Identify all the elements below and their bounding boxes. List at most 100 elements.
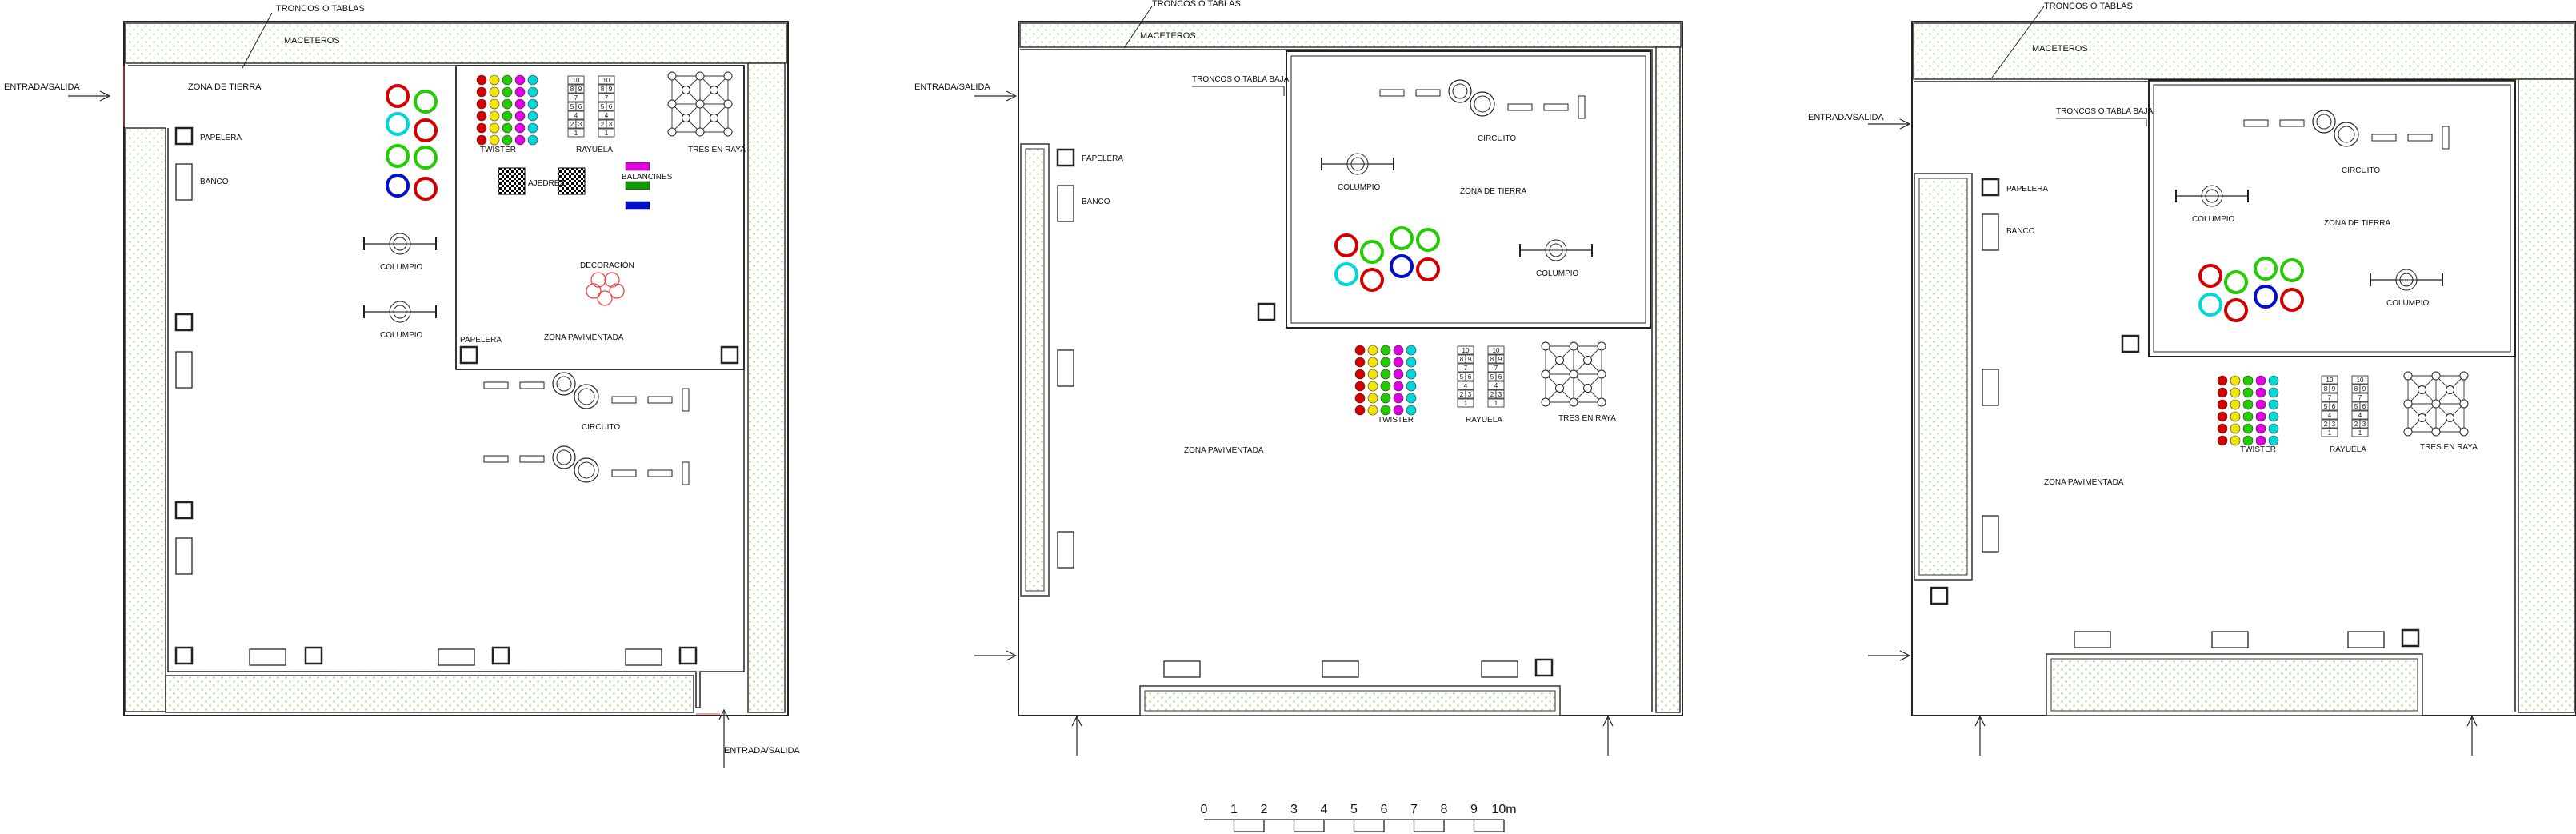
label-columpio-p2a: COLUMPIO: [1338, 183, 1381, 192]
label-tres-en-raya-p3: TRES EN RAYA: [2420, 443, 2478, 452]
rayuela-number: 10: [603, 77, 610, 84]
rayuela-number: 3: [2362, 421, 2366, 428]
twister-dot: [1406, 405, 1417, 416]
tres-en-raya-node: [667, 127, 677, 137]
rings-p2: [1334, 226, 1440, 292]
twister-dot: [489, 86, 500, 98]
rings-group: [386, 84, 438, 201]
planter-left: [125, 127, 166, 712]
rayuela-number: 1: [1464, 400, 1468, 407]
twister-dot: [2217, 435, 2228, 446]
label-columpio-p3b: COLUMPIO: [2386, 299, 2430, 308]
label-zona-tierra-p2: ZONA DE TIERRA: [1460, 187, 1526, 196]
rayuela-number: 6: [1498, 373, 1502, 381]
tres-en-raya-node: [695, 71, 705, 81]
twister-dot: [514, 122, 526, 134]
rayuela-number: 9: [2332, 385, 2336, 393]
twister-dot: [527, 110, 538, 122]
twister-dot: [2242, 411, 2254, 422]
tres-en-raya-node: [695, 99, 705, 109]
twister-p3: [2217, 375, 2279, 446]
twister-dot: [527, 98, 538, 110]
rayuela-number: 8: [570, 86, 574, 93]
twister-dot: [2230, 387, 2241, 398]
twister-dot: [2230, 411, 2241, 422]
twister-dot: [502, 98, 513, 110]
rayuela-number: 7: [1464, 365, 1468, 372]
tres-en-raya-node: [1569, 369, 1578, 379]
twister-dot: [1406, 381, 1417, 392]
twister-p2: [1354, 345, 1417, 416]
twister-dot: [1380, 405, 1391, 416]
label-entrada-p2: ENTRADA/SALIDA: [914, 82, 990, 92]
label-circuito-p3: CIRCUITO: [2342, 166, 2380, 175]
twister-dot: [2255, 435, 2266, 446]
twister-dot: [2230, 423, 2241, 434]
twister-dot: [2230, 435, 2241, 446]
rayuela-number: 2: [570, 121, 574, 128]
label-zona-tierra: ZONA DE TIERRA: [188, 82, 262, 92]
circuito-1: [483, 372, 690, 412]
twister-dot: [489, 134, 500, 146]
twister-dot: [1354, 357, 1366, 368]
twister-dot: [527, 122, 538, 134]
rayuela-number: 4: [605, 112, 609, 119]
tres-en-raya-node: [682, 86, 690, 94]
rayuela-number: 7: [2328, 394, 2332, 401]
twister-dot: [1406, 357, 1417, 368]
rayuela-number: 9: [609, 86, 613, 93]
twister-dot: [1367, 369, 1378, 380]
rayuela-number: 1: [574, 130, 578, 137]
rayuela-number: 8: [2324, 385, 2328, 393]
rayuela-number: 2: [2354, 421, 2358, 428]
tres-en-raya-p2: [1541, 341, 1606, 407]
twister-dot: [1393, 393, 1404, 404]
rayuela-number: 7: [1494, 365, 1498, 372]
tres-en-raya-node: [1541, 341, 1550, 351]
twister-dot: [489, 122, 500, 134]
tres-en-raya-node: [2403, 371, 2413, 381]
scale-tick-label: 5: [1350, 803, 1358, 816]
rayuela-number: 6: [578, 103, 582, 110]
twister-dot: [514, 98, 526, 110]
rayuela-number: 7: [605, 94, 609, 102]
rayuela-number: 2: [1490, 391, 1494, 398]
twister-dot: [1380, 345, 1391, 356]
label-papelera: PAPELERA: [200, 134, 242, 142]
rayuela-number: 2: [601, 121, 605, 128]
label-ajedrez: AJEDREZ: [528, 179, 565, 188]
circuito-p3: [2243, 110, 2450, 150]
twister-dot: [476, 134, 487, 146]
rayuela-number: 10: [1462, 347, 1470, 354]
tres-en-raya-node: [710, 86, 718, 94]
tres-en-raya-node: [682, 114, 690, 122]
twister-dot: [2268, 423, 2279, 434]
twister-dot: [1367, 405, 1378, 416]
label-columpio-2: COLUMPIO: [380, 331, 423, 340]
twister-dot: [2268, 375, 2279, 386]
twister-dot: [2242, 375, 2254, 386]
rayuela-number: 5: [1460, 373, 1464, 381]
rings-p3: [2198, 257, 2304, 322]
twister-dot: [502, 110, 513, 122]
twister-dot: [514, 86, 526, 98]
rayuela-number: 4: [1494, 382, 1498, 389]
twister-dot: [2217, 399, 2228, 410]
scale-tick-label: 7: [1410, 803, 1418, 816]
scale-tick-label: 4: [1321, 803, 1328, 816]
tres-en-raya-p3: [2403, 371, 2469, 437]
rayuela-number: 9: [578, 86, 582, 93]
tres-en-raya-node: [1597, 397, 1606, 407]
columpio-p3a: [2175, 185, 2249, 207]
columpio-p2a: [1321, 153, 1394, 175]
label-balancines: BALANCINES: [622, 173, 673, 182]
twister-dot: [527, 86, 538, 98]
twister-dot: [476, 110, 487, 122]
twister-dot: [2217, 423, 2228, 434]
tres-en-raya-node: [2459, 427, 2469, 437]
twister-dot: [1354, 381, 1366, 392]
twister-dot: [1367, 381, 1378, 392]
